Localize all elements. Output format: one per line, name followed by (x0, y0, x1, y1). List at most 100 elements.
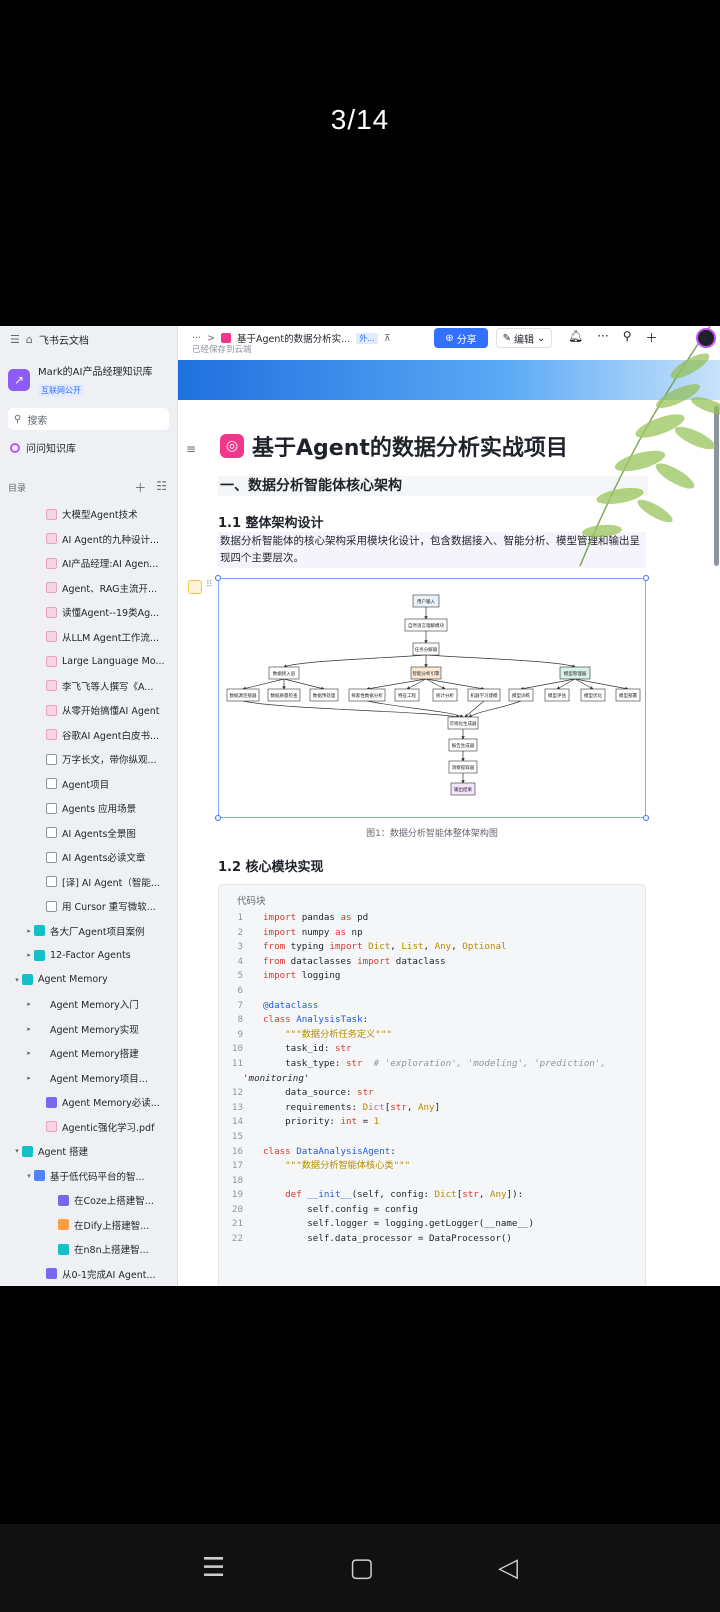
doc-icon (46, 680, 57, 692)
sidebar-item[interactable]: 在Coze上搭建智... (0, 1188, 177, 1213)
expand-arrow-icon[interactable]: ▸ (27, 1024, 31, 1033)
architecture-diagram[interactable]: 用户输入 自然语言理解模块 任务分解器 数据接入层 智能分析引擎 模型管理器 数… (215, 575, 649, 821)
sidebar-item[interactable]: ▾Agent 搭建 (0, 1139, 177, 1164)
home-nav-icon[interactable]: ▢ (349, 1553, 374, 1583)
heading-2-architecture[interactable]: 1.1 整体架构设计 (218, 516, 324, 531)
expand-arrow-icon[interactable]: ▸ (27, 926, 31, 935)
sidebar-item[interactable]: ▸Agent Memory项目... (0, 1066, 177, 1091)
sidebar-item[interactable]: AI Agent的九种设计... (0, 527, 177, 552)
bell-icon[interactable]: 🔔︎ (568, 329, 584, 343)
document-area: ··· > 基于Agent的数据分析实... 外... ⊼ 已经保存到云端 ⊕ … (178, 326, 720, 1286)
sidebar-item-label: 在Coze上搭建智... (74, 1196, 154, 1208)
menu-nav-icon[interactable]: ☰ (202, 1553, 226, 1583)
page-title[interactable]: 基于Agent的数据分析实战项目 (252, 436, 568, 461)
doc-title-icon[interactable]: ◎ (220, 434, 244, 458)
outline-icon[interactable]: ≡ (186, 442, 197, 456)
sidebar-item[interactable]: [译] AI Agent（智能... (0, 870, 177, 895)
sidebar-item[interactable]: AI Agents必读文章 (0, 845, 177, 870)
sidebar-item[interactable]: 从0-1完成AI Agent... (0, 1262, 177, 1287)
resize-handle[interactable] (215, 575, 221, 581)
search-input[interactable]: ⚲ 搜索 (8, 408, 169, 430)
sidebar-item-label: 读懂Agent--19类Ag... (62, 608, 160, 620)
sidebar-item[interactable]: 在n8n上搭建智... (0, 1237, 177, 1262)
diagram-node: 模型管理器 (564, 670, 587, 677)
sidebar-item[interactable]: 用 Cursor 重写微软... (0, 894, 177, 919)
diagram-node: 报告生成器 (452, 742, 475, 749)
sidebar-item-label: AI Agents全景图 (62, 828, 136, 840)
sidebar-item[interactable]: 谷歌AI Agent白皮书... (0, 723, 177, 748)
sidebar-item[interactable]: ▾Agent Memory (0, 968, 177, 993)
plus-icon[interactable]: ＋ (645, 331, 658, 345)
expand-arrow-icon[interactable]: ▸ (27, 1049, 31, 1058)
app-name[interactable]: 飞书云文档 (38, 335, 89, 347)
sidebar-item[interactable]: 从零开始搞懂AI Agent (0, 698, 177, 723)
diagram-node: 探索性数据分析 (351, 692, 383, 699)
doc-icon (46, 557, 57, 569)
sidebar-item[interactable]: ▾基于低代码平台的智... (0, 1164, 177, 1189)
expand-arrow-icon[interactable]: ▸ (27, 1000, 31, 1009)
doc-icon (46, 1121, 57, 1133)
sidebar-item[interactable]: 李飞飞等人撰写《A... (0, 674, 177, 699)
search-doc-icon[interactable]: ⚲ (622, 329, 632, 343)
sidebar-item[interactable]: ▸Agent Memory实现 (0, 1017, 177, 1042)
resize-handle[interactable] (215, 815, 221, 821)
expand-arrow-icon[interactable]: ▾ (15, 1147, 19, 1156)
resize-handle[interactable] (643, 815, 649, 821)
list-settings-icon[interactable]: ☷ (156, 479, 167, 493)
code-line: 7@dataclass (237, 999, 319, 1011)
edit-mode-button[interactable]: ✎ 编辑 ⌄ (496, 328, 552, 348)
more-icon[interactable]: ··· (597, 329, 609, 343)
share-button[interactable]: ⊕ 分享 (434, 328, 488, 348)
ask-knowledge-base[interactable]: 问问知识库 (0, 430, 177, 465)
back-nav-icon[interactable]: ◁ (497, 1553, 518, 1583)
sidebar-item[interactable]: 从LLM Agent工作流... (0, 625, 177, 650)
sidebar-item[interactable]: ▸各大厂Agent项目案例 (0, 919, 177, 944)
heading-1[interactable]: 一、数据分析智能体核心架构 (218, 476, 648, 496)
expand-arrow-icon[interactable]: ▸ (27, 1073, 31, 1082)
heading-2-modules[interactable]: 1.2 核心模块实现 (218, 860, 324, 875)
space-header[interactable]: ↗ Mark的AI产品经理知识库 互联网公开 (0, 352, 177, 408)
sidebar-item[interactable]: 读懂Agent--19类Ag... (0, 600, 177, 625)
toc-header: 目录 ＋ ☷ (0, 465, 177, 502)
sidebar-item[interactable]: Agents 应用场景 (0, 796, 177, 821)
collapse-sidebar-icon[interactable]: ☰ (10, 332, 20, 346)
add-icon[interactable]: ＋ (134, 481, 147, 495)
sidebar-item-label: 谷歌AI Agent白皮书... (62, 730, 159, 742)
avatar[interactable] (696, 328, 716, 348)
diagram-node: 输出结果 (454, 786, 472, 793)
scrollbar[interactable] (712, 366, 720, 566)
sidebar-item[interactable]: Agentic强化学习.pdf (0, 1115, 177, 1140)
sidebar-item[interactable]: AI Agents全景图 (0, 821, 177, 846)
pin-icon[interactable]: ⊼ (383, 332, 391, 344)
expand-arrow-icon[interactable]: ▸ (27, 951, 31, 960)
sidebar-item[interactable]: 在Dify上搭建智... (0, 1213, 177, 1238)
doc-icon (46, 802, 57, 814)
sidebar-item[interactable]: ▸12-Factor Agents (0, 943, 177, 968)
resize-handle[interactable] (643, 575, 649, 581)
sidebar-item[interactable]: Agent Memory必读... (0, 1090, 177, 1115)
sidebar-item[interactable]: ▸Agent Memory搭建 (0, 1041, 177, 1066)
paragraph[interactable]: 数据分析智能体的核心架构采用模块化设计，包含数据接入、智能分析、模型管理和输出呈… (218, 532, 646, 568)
scrollbar-thumb[interactable] (714, 406, 719, 566)
sidebar-item-label: 李飞飞等人撰写《A... (62, 681, 154, 693)
code-line: 17 """数据分析智能体核心类""" (231, 1160, 411, 1172)
expand-arrow-icon[interactable]: ▾ (27, 1171, 31, 1180)
sidebar-item[interactable]: Large Language Mo... (0, 649, 177, 674)
sidebar-item[interactable]: ▸Agent Memory入门 (0, 992, 177, 1017)
block-type-icon[interactable] (188, 580, 202, 594)
sidebar-item[interactable]: Agent、RAG主流开... (0, 576, 177, 601)
expand-arrow-icon[interactable]: ▾ (15, 975, 19, 984)
code-line: 12 data_source: str (231, 1087, 374, 1099)
more-breadcrumb-icon[interactable]: ··· (192, 332, 202, 344)
home-icon[interactable]: ⌂ (25, 332, 33, 346)
sidebar-item[interactable]: Agent项目 (0, 772, 177, 797)
sidebar-item[interactable]: AI产品经理:AI Agen... (0, 551, 177, 576)
sidebar-item[interactable]: 大模型Agent技术 (0, 502, 177, 527)
breadcrumb-doc-title[interactable]: 基于Agent的数据分析实... (237, 334, 351, 345)
sidebar-item[interactable]: 万字长文，带你纵观... (0, 747, 177, 772)
drag-handle-icon[interactable]: ⠿ (206, 580, 213, 590)
sidebar-item-label: Agent Memory必读... (62, 1098, 160, 1110)
